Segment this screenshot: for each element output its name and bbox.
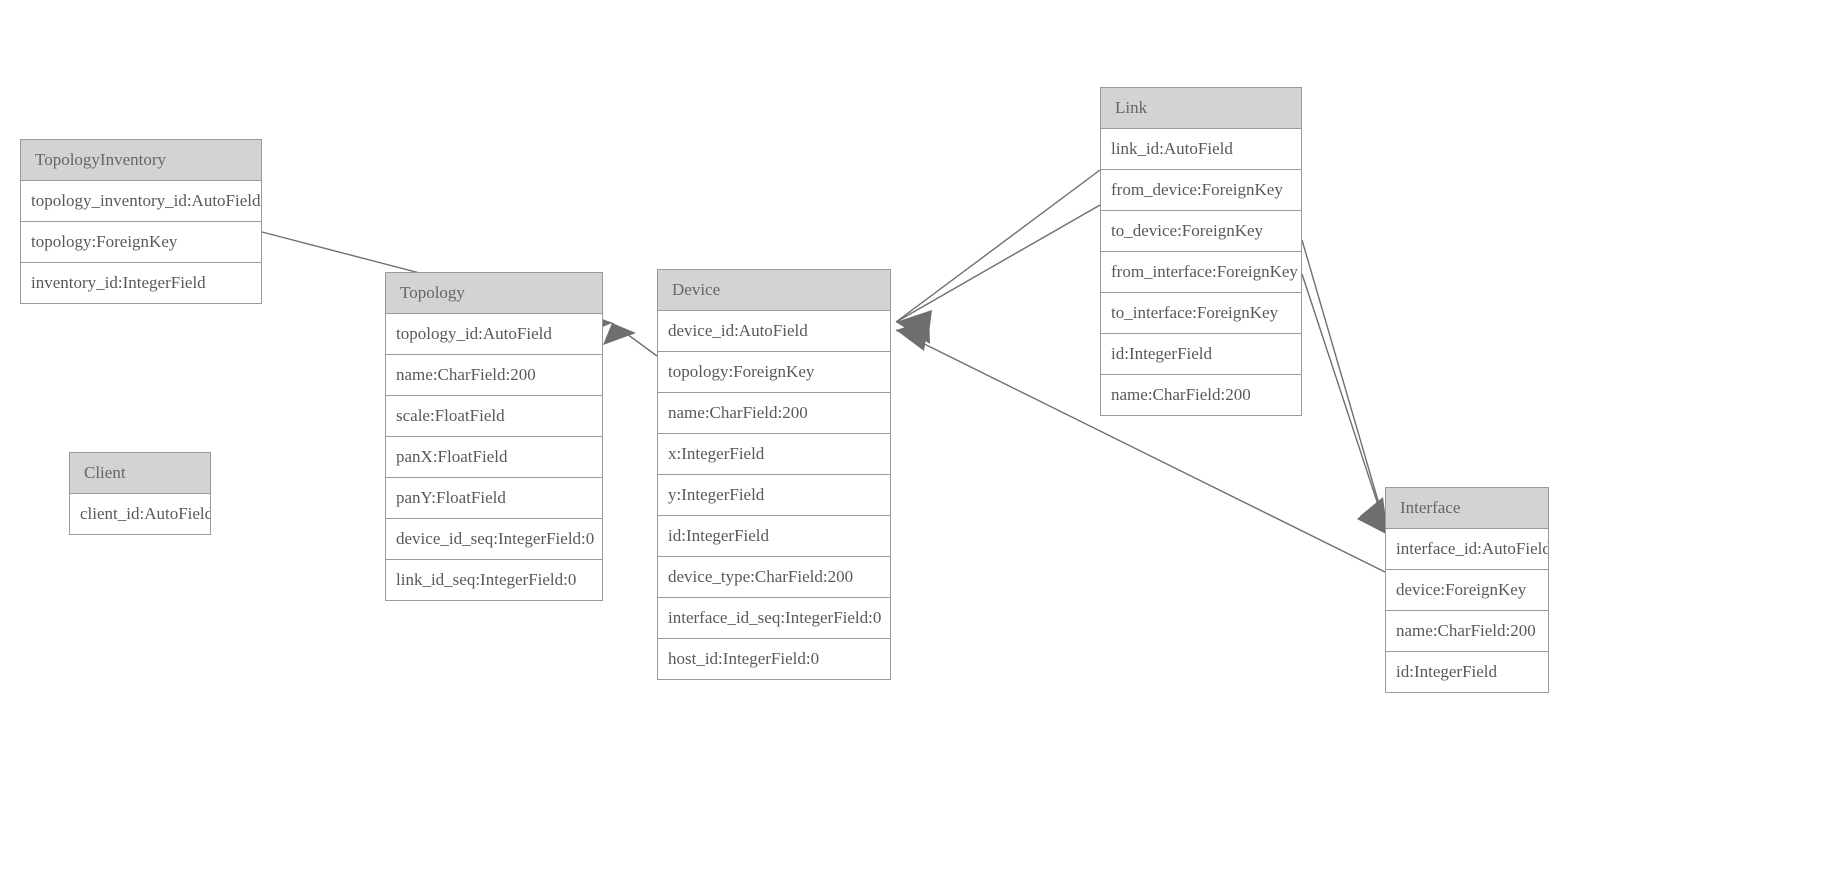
entity-field: y:IntegerField	[658, 475, 890, 516]
entity-field: from_device:ForeignKey	[1101, 170, 1301, 211]
relationship-arrowhead-link-to-device	[896, 313, 930, 344]
entity-field: interface_id:AutoField	[1386, 529, 1548, 570]
entity-field: link_id:AutoField	[1101, 129, 1301, 170]
relationship-arrowhead-device-topology	[603, 323, 636, 345]
relationship-line-link-from-interface	[1301, 239, 1389, 536]
entity-field: name:CharField:200	[1101, 375, 1301, 416]
entity-field: device_type:CharField:200	[658, 557, 890, 598]
entity-field: link_id_seq:IntegerField:0	[386, 560, 602, 601]
entity-field: host_id:IntegerField:0	[658, 639, 890, 680]
entity-title-client: Client	[70, 453, 210, 494]
relationship-line-device-topology	[611, 322, 658, 357]
entity-field: device:ForeignKey	[1386, 570, 1548, 611]
entity-field: id:IntegerField	[1386, 652, 1548, 693]
entity-title-topology: Topology	[386, 273, 602, 314]
entity-field: topology:ForeignKey	[21, 222, 261, 263]
relationship-line-link-to-device	[895, 204, 1101, 323]
entity-field: device_id:AutoField	[658, 311, 890, 352]
entity-title-link: Link	[1101, 88, 1301, 129]
entity-field: topology_inventory_id:AutoField	[21, 181, 261, 222]
entity-field: from_interface:ForeignKey	[1101, 252, 1301, 293]
entity-field: to_interface:ForeignKey	[1101, 293, 1301, 334]
entity-field: id:IntegerField	[1101, 334, 1301, 375]
relationship-arrowhead-interface-device	[896, 320, 929, 351]
entity-field: name:CharField:200	[386, 355, 602, 396]
entity-title-interface: Interface	[1386, 488, 1548, 529]
relationship-line-link-to-interface	[1301, 273, 1389, 536]
entity-field: name:CharField:200	[1386, 611, 1548, 652]
entity-field: client_id:AutoField	[70, 494, 210, 535]
entity-field: name:CharField:200	[658, 393, 890, 434]
relationship-arrowhead-link-to-interface	[1360, 497, 1388, 535]
entity-field: id:IntegerField	[658, 516, 890, 557]
entity-field: inventory_id:IntegerField	[21, 263, 261, 304]
relationship-arrowhead-link-from-interface	[1357, 499, 1388, 535]
entity-field: x:IntegerField	[658, 434, 890, 475]
entity-field: to_device:ForeignKey	[1101, 211, 1301, 252]
relationship-arrowhead-link-from-device	[896, 310, 932, 341]
relationship-line-link-from-device	[895, 169, 1101, 323]
entity-field: scale:FloatField	[386, 396, 602, 437]
entity-field: topology:ForeignKey	[658, 352, 890, 393]
entity-field: topology_id:AutoField	[386, 314, 602, 355]
entity-field: device_id_seq:IntegerField:0	[386, 519, 602, 560]
entity-field: panX:FloatField	[386, 437, 602, 478]
entity-field: interface_id_seq:IntegerField:0	[658, 598, 890, 639]
entity-title-topology-inventory: TopologyInventory	[21, 140, 261, 181]
entity-field: panY:FloatField	[386, 478, 602, 519]
entity-title-device: Device	[658, 270, 890, 311]
